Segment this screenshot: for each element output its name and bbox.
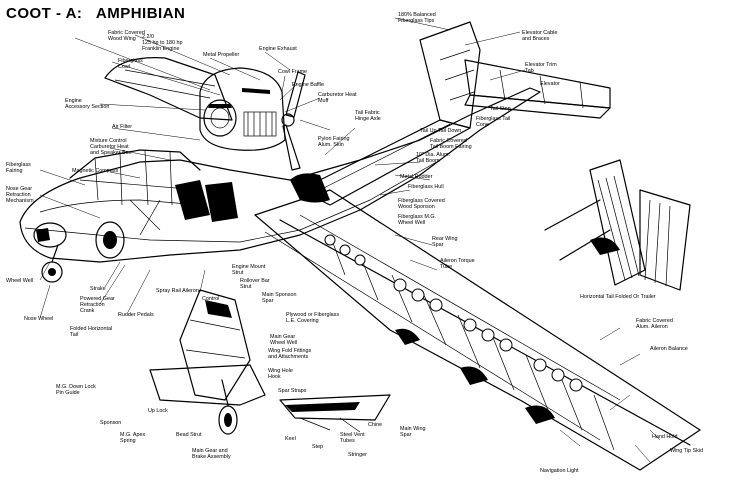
label-fiberglass-mg-wheel-well: Fiberglass M.G.Wheel Well xyxy=(398,214,436,226)
label-spar-straps: Spar Straps xyxy=(278,388,307,394)
sponson-detail xyxy=(179,289,251,401)
label-strake: Strake xyxy=(90,286,106,292)
label-air-filter: Air Filter xyxy=(112,124,132,130)
propeller xyxy=(281,71,331,171)
label-spray-rail: Spray Rail Aileron xyxy=(156,288,199,294)
folded-tail-inset xyxy=(544,159,691,291)
label-hand-hold: Hand Hold xyxy=(652,434,677,440)
label-tail-down: Tail Up Tail Down xyxy=(420,128,461,134)
leader-lines xyxy=(39,17,661,463)
retracted-main-wheel xyxy=(95,221,125,259)
label-metal-rudder: Metal Rudder xyxy=(400,174,433,180)
label-wheel-well: Wheel Well xyxy=(6,278,33,284)
label-engine-exhaust: Engine Exhaust xyxy=(259,46,297,52)
hull xyxy=(19,87,541,263)
main-gear-assembly xyxy=(149,364,266,435)
label-step: Step xyxy=(312,444,323,450)
label-engine-baffle: Engine Baffle xyxy=(292,82,324,88)
label-elevator: Elevator xyxy=(540,81,560,87)
nose-wheel xyxy=(41,244,63,283)
left-wing xyxy=(104,57,233,121)
diagram-title: COOT - A: AMPHIBIAN xyxy=(6,5,185,22)
label-navigation-light: Navigation Light xyxy=(540,468,579,474)
label-up-lock: Up Lock xyxy=(148,408,168,414)
label-rudder-pedals: Rudder Pedals xyxy=(118,312,154,318)
keel-section xyxy=(279,394,391,433)
label-aileron-balance: Aileron Balance xyxy=(650,346,688,352)
label-magnetic-compass: Magnetic Compass xyxy=(72,168,118,174)
label-wing-tip-skid: Wing Tip Skid xyxy=(670,448,703,454)
label-dia-alum-tail-boom: 10" Dia. Alum.Tail Boom xyxy=(416,152,450,164)
label-metal-propeller: Metal Propeller xyxy=(203,52,239,58)
horizontal-tail xyxy=(464,59,611,119)
label-control: Control xyxy=(202,296,219,302)
label-stringer: Stringer xyxy=(348,452,367,458)
label-sponson: Sponson xyxy=(100,420,121,426)
label-bead-strut: Bead Strut xyxy=(176,432,202,438)
right-wing xyxy=(254,189,701,471)
label-nose-wheel: Nose Wheel xyxy=(24,316,53,322)
label-horizontal-tail-folded: Horizontal Tail Folded Or Trailer xyxy=(580,294,656,300)
label-cowl-frame: Cowl Frame xyxy=(278,69,307,75)
label-keel: Keel xyxy=(285,436,296,442)
label-tail-stop: Tail Stop xyxy=(490,106,511,112)
tail-boom xyxy=(290,119,471,206)
vertical-tail xyxy=(419,21,481,129)
engine-nacelle xyxy=(199,67,286,151)
label-fiberglass-hull: Fiberglass Hull xyxy=(408,184,444,190)
label-chine: Chine xyxy=(368,422,382,428)
